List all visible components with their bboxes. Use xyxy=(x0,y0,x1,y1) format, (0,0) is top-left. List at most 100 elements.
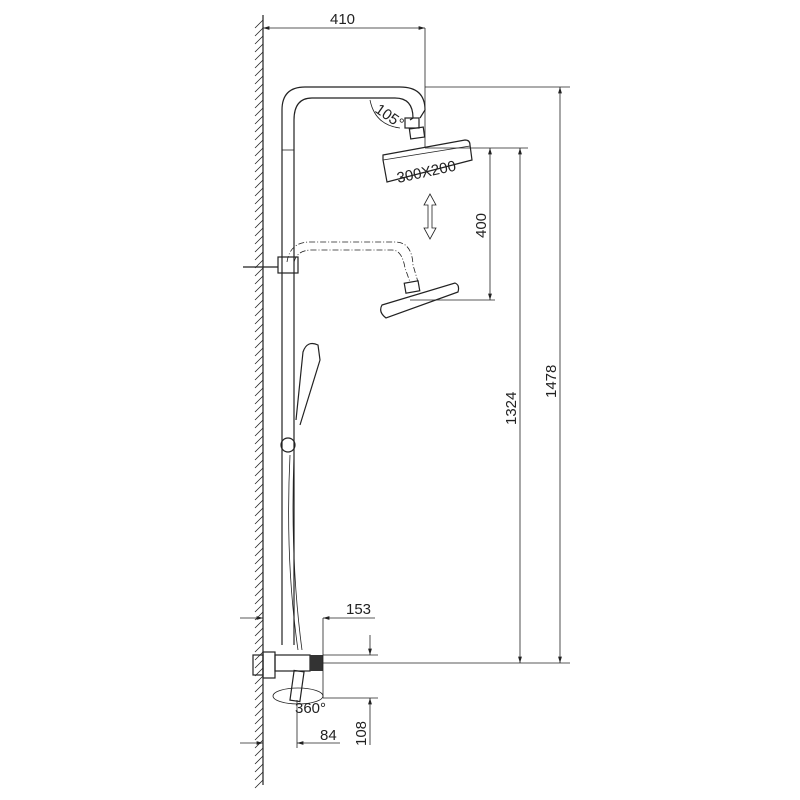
wall-hatch xyxy=(254,571,264,581)
wall-hatch xyxy=(254,779,264,789)
wall-hatch xyxy=(254,283,264,293)
wall-hatch xyxy=(254,611,264,621)
wall-hatch xyxy=(254,483,264,493)
wall-hatch xyxy=(254,707,264,717)
wall-hatch xyxy=(254,747,264,757)
overhead-shower-top xyxy=(369,99,473,183)
wall-hatch xyxy=(254,635,264,645)
wall-hatch xyxy=(254,387,264,397)
wall-hatch xyxy=(254,443,264,453)
wall-hatch xyxy=(254,363,264,373)
wall-hatch xyxy=(254,523,264,533)
wall-hatch xyxy=(254,763,264,773)
dimension-lines xyxy=(240,26,570,748)
wall-hatch xyxy=(254,219,264,229)
wall-hatch xyxy=(254,691,264,701)
wall-hatch xyxy=(254,475,264,485)
wall-hatch xyxy=(254,59,264,69)
wall-hatch xyxy=(254,163,264,173)
dim-84: 84 xyxy=(320,727,337,744)
wall-hatch xyxy=(254,771,264,781)
wall-hatch xyxy=(254,683,264,693)
wall-hatch xyxy=(254,619,264,629)
wall-hatch xyxy=(254,651,264,661)
wall-hatch xyxy=(254,123,264,133)
wall-hatch xyxy=(254,115,264,125)
wall-hatch xyxy=(254,355,264,365)
wall-hatch xyxy=(254,187,264,197)
wall-hatch xyxy=(254,715,264,725)
wall-hatch xyxy=(254,587,264,597)
wall-hatch xyxy=(254,555,264,565)
dim-1324: 1324 xyxy=(503,392,520,425)
wall-hatch xyxy=(254,19,264,29)
wall-hatch xyxy=(254,43,264,53)
wall-hatch xyxy=(254,467,264,477)
wall-hatch xyxy=(254,203,264,213)
wall-hatch xyxy=(254,659,264,669)
wall-hatch xyxy=(254,139,264,149)
wall-hatch xyxy=(254,155,264,165)
wall-hatch xyxy=(254,91,264,101)
wall-hatch xyxy=(254,67,264,77)
wall-hatch xyxy=(254,371,264,381)
wall xyxy=(254,15,264,789)
wall-hatch xyxy=(254,643,264,653)
wall-hatch xyxy=(254,699,264,709)
wall-hatch xyxy=(254,731,264,741)
head-size-label: 300X200 xyxy=(395,158,457,187)
wall-hatch xyxy=(254,403,264,413)
wall-hatch xyxy=(254,27,264,37)
wall-hatch xyxy=(254,603,264,613)
wall-hatch xyxy=(254,755,264,765)
wall-hatch xyxy=(254,131,264,141)
wall-hatch xyxy=(254,171,264,181)
dim-108: 108 xyxy=(353,721,370,746)
overhead-shower-lower xyxy=(243,241,460,319)
wall-hatch xyxy=(254,627,264,637)
wall-hatch xyxy=(254,451,264,461)
wall-hatch xyxy=(254,235,264,245)
wall-hatch xyxy=(254,267,264,277)
wall-hatch xyxy=(254,427,264,437)
wall-hatch xyxy=(254,315,264,325)
wall-hatch xyxy=(254,723,264,733)
wall-hatch xyxy=(254,227,264,237)
wall-hatch xyxy=(254,291,264,301)
dim-153: 153 xyxy=(346,601,371,618)
wall-hatch xyxy=(254,739,264,749)
wall-hatch xyxy=(254,251,264,261)
wall-hatch xyxy=(254,507,264,517)
wall-hatch xyxy=(254,411,264,421)
wall-hatch xyxy=(254,379,264,389)
wall-hatch xyxy=(254,579,264,589)
wall-hatch xyxy=(254,339,264,349)
wall-hatch xyxy=(254,195,264,205)
wall-hatch xyxy=(254,547,264,557)
dim-410: 410 xyxy=(330,11,355,28)
wall-hatch xyxy=(254,347,264,357)
wall-hatch xyxy=(254,491,264,501)
wall-hatch xyxy=(254,531,264,541)
wall-hatch xyxy=(254,323,264,333)
wall-hatch xyxy=(254,539,264,549)
wall-hatch xyxy=(254,211,264,221)
wall-hatch xyxy=(254,51,264,61)
wall-hatch xyxy=(254,107,264,117)
wall-hatch xyxy=(254,515,264,525)
wall-hatch xyxy=(254,147,264,157)
wall-hatch xyxy=(254,395,264,405)
wall-hatch xyxy=(254,275,264,285)
wall-hatch xyxy=(254,563,264,573)
wall-hatch xyxy=(254,595,264,605)
wall-hatch xyxy=(254,299,264,309)
wall-hatch xyxy=(254,435,264,445)
hand-shower xyxy=(280,342,321,651)
wall-hatch xyxy=(254,243,264,253)
wall-hatch xyxy=(254,331,264,341)
wall-hatch xyxy=(254,307,264,317)
wall-hatch xyxy=(254,99,264,109)
wall-hatch xyxy=(254,499,264,509)
wall-hatch xyxy=(254,35,264,45)
wall-hatch xyxy=(254,675,264,685)
